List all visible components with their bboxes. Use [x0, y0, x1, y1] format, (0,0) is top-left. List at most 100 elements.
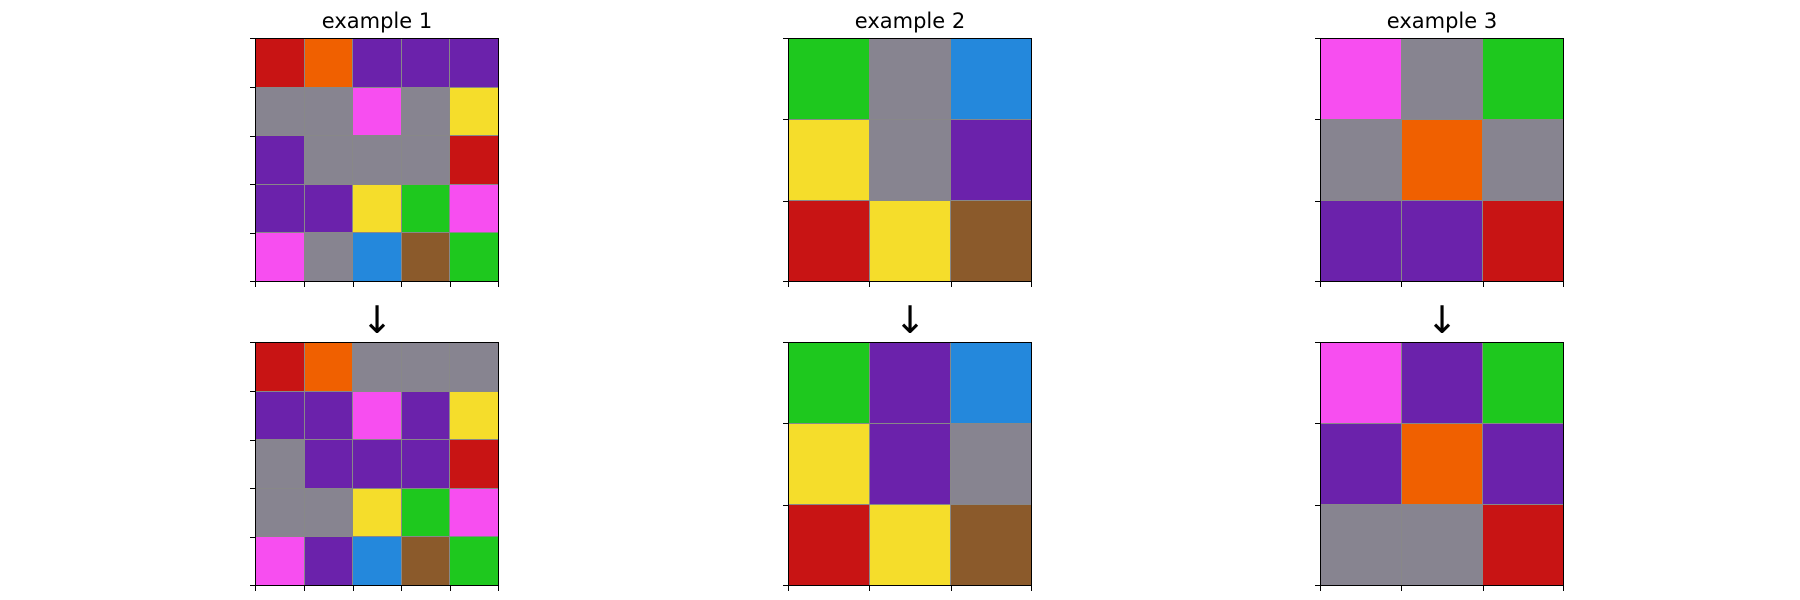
axis-tick [783, 342, 788, 343]
grid-cell [870, 201, 950, 281]
grid-cell [304, 233, 353, 281]
axis-tick [788, 586, 789, 591]
axis-tick [450, 282, 451, 287]
grid-cell [450, 87, 498, 136]
grid-cell [256, 488, 304, 537]
output-grid [788, 342, 1032, 586]
axis-tick [1315, 342, 1320, 343]
grid-cell [450, 391, 498, 440]
grid-cell [450, 136, 498, 184]
grid-cell [1483, 39, 1563, 119]
grid-cell [304, 136, 353, 184]
axis-tick [353, 586, 354, 591]
grid-cell [870, 120, 950, 200]
grid-cell [401, 440, 450, 488]
grid-cell [789, 505, 869, 585]
grid-cell [450, 343, 498, 391]
grid-cell [353, 440, 401, 488]
axis-tick [450, 586, 451, 591]
output-grid [255, 342, 499, 586]
grid-cell [256, 87, 304, 136]
grid-cell [1321, 39, 1401, 119]
axis-tick [1401, 282, 1402, 287]
grid-cell [401, 136, 450, 184]
axis-tick [250, 233, 255, 234]
axis-tick [250, 87, 255, 88]
grid-cell [951, 39, 1031, 119]
output-grid [1320, 342, 1564, 586]
axis-tick [250, 440, 255, 441]
grid-cell [256, 39, 304, 87]
grid-cell [870, 343, 950, 423]
grid-cell [401, 391, 450, 440]
down-arrow-icon: ↓ [361, 298, 393, 342]
grid-cell [450, 488, 498, 537]
grid-cell [353, 343, 401, 391]
axis-tick [401, 282, 402, 287]
grid-cell [401, 184, 450, 233]
axis-tick [869, 586, 870, 591]
example-title: example 1 [321, 9, 433, 33]
grid-cell [401, 488, 450, 537]
axis-tick [255, 586, 256, 591]
grid-cell [256, 184, 304, 233]
grid-cell [353, 233, 401, 281]
grid-cell [789, 424, 869, 504]
grid-cell [304, 343, 353, 391]
grid-cell [1402, 424, 1482, 504]
example-title: example 2 [854, 9, 966, 33]
down-arrow-icon: ↓ [894, 298, 926, 342]
grid-cell [951, 201, 1031, 281]
axis-tick [783, 281, 788, 282]
axis-tick [1315, 281, 1320, 282]
grid-cell [401, 343, 450, 391]
axis-tick [1315, 505, 1320, 506]
grid-cell [1321, 201, 1401, 281]
axis-tick [1315, 423, 1320, 424]
axis-tick [1401, 586, 1402, 591]
grid-cell [789, 39, 869, 119]
grid-cell [1483, 505, 1563, 585]
axis-tick [304, 586, 305, 591]
grid-cell [304, 391, 353, 440]
axis-tick [1320, 282, 1321, 287]
grid-cell [1321, 505, 1401, 585]
axis-tick [250, 38, 255, 39]
grid-cell [256, 440, 304, 488]
axis-tick [1031, 586, 1032, 591]
input-grid [788, 38, 1032, 282]
grid-cell [401, 39, 450, 87]
axis-tick [1320, 586, 1321, 591]
input-grid [1320, 38, 1564, 282]
grid-cell [304, 440, 353, 488]
grid-cell [304, 184, 353, 233]
axis-tick [250, 184, 255, 185]
grid-cell [450, 440, 498, 488]
grid-cell [1321, 120, 1401, 200]
grid-cell [1321, 424, 1401, 504]
grid-cell [353, 87, 401, 136]
axis-tick [783, 585, 788, 586]
grid-cell [450, 184, 498, 233]
grid-cell [870, 39, 950, 119]
grid-cell [353, 184, 401, 233]
axis-tick [498, 586, 499, 591]
axis-tick [250, 537, 255, 538]
axis-tick [1315, 585, 1320, 586]
grid-cell [1483, 343, 1563, 423]
axis-tick [250, 136, 255, 137]
grid-cell [1402, 343, 1482, 423]
grid-cell [304, 39, 353, 87]
axis-tick [498, 282, 499, 287]
grid-cell [256, 391, 304, 440]
grid-cell [1483, 201, 1563, 281]
grid-cell [304, 537, 353, 585]
axis-tick [250, 342, 255, 343]
grid-cell [304, 87, 353, 136]
axis-tick [1483, 282, 1484, 287]
axis-tick [783, 201, 788, 202]
axis-tick [401, 586, 402, 591]
axis-tick [250, 281, 255, 282]
grid-cell [256, 233, 304, 281]
grid-cell [353, 39, 401, 87]
